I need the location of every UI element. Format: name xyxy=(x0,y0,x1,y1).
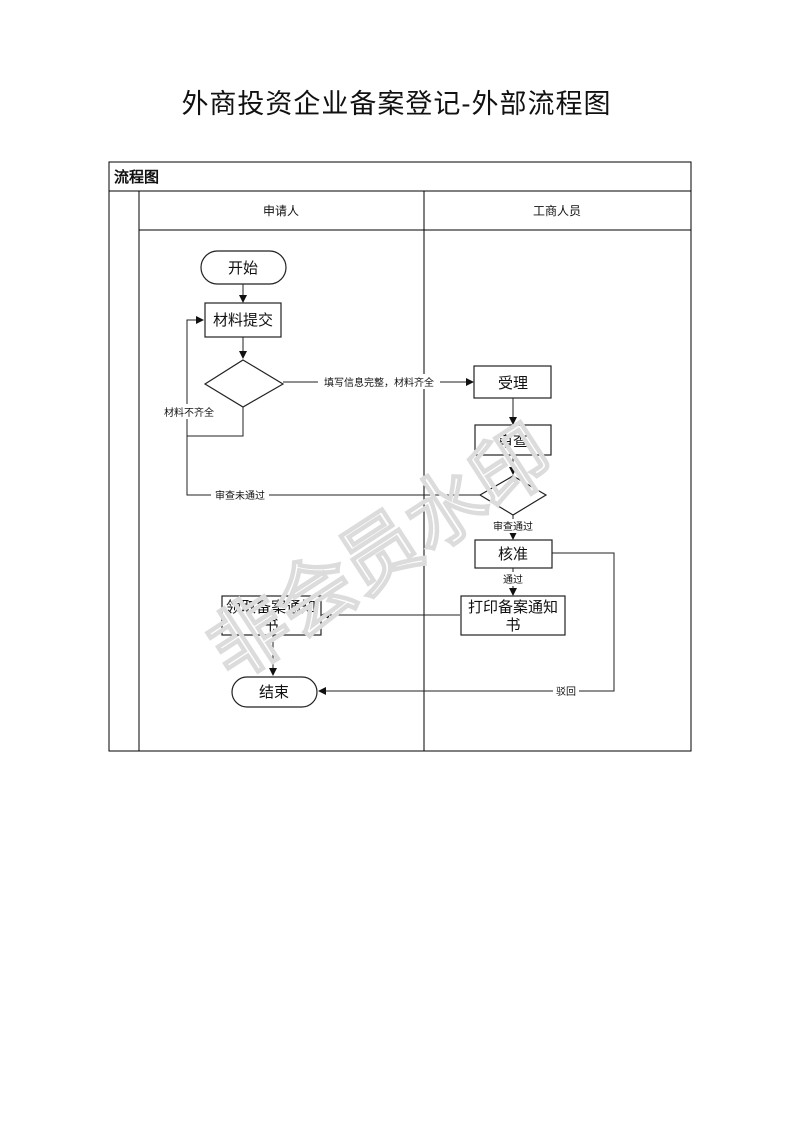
label-review-pass: 审查通过 xyxy=(493,520,533,533)
node-print-line2: 书 xyxy=(505,616,520,634)
document-title: 外商投资企业备案登记-外部流程图 xyxy=(181,89,612,120)
node-approve-shape xyxy=(474,539,553,569)
edge-reject xyxy=(318,552,615,695)
node-receive-line2: 书 xyxy=(263,616,278,634)
node-receive-line1: 领取备案通知 xyxy=(226,598,316,616)
label-incomplete: 材料不齐全 xyxy=(164,406,214,419)
node-review: 审查 xyxy=(498,432,528,450)
node-end-shape xyxy=(231,676,318,708)
node-approve: 核准 xyxy=(498,545,528,563)
node-print-line1: 打印备案通知 xyxy=(468,598,558,616)
node-receive-shape xyxy=(221,595,322,636)
lane-staff: 工商人员 xyxy=(533,203,581,218)
node-end: 结束 xyxy=(259,683,289,701)
nodes: 开始 材料提交 受理 审查 核准 打印备案通知 书 领取备案通知 书 结束 xyxy=(200,250,566,708)
label-review-fail: 审查未通过 xyxy=(215,489,265,502)
label-reject: 驳回 xyxy=(556,686,576,698)
lane-applicant: 申请人 xyxy=(263,204,299,218)
node-review-decision xyxy=(478,475,548,516)
label-complete: 填写信息完整，材料齐全 xyxy=(324,376,434,389)
table-header: 流程图 xyxy=(114,168,159,186)
node-submit: 材料提交 xyxy=(213,311,273,329)
edge-review-fail xyxy=(186,436,480,496)
node-accept-shape xyxy=(473,365,552,399)
node-start: 开始 xyxy=(228,259,258,277)
node-submit-shape xyxy=(204,302,282,338)
node-accept: 受理 xyxy=(498,374,528,392)
node-review-shape xyxy=(474,424,552,456)
node-start-shape xyxy=(200,250,287,285)
connectors xyxy=(186,284,615,695)
label-pass: 通过 xyxy=(503,573,523,586)
flowchart-table: 流程图 申请人 工商人员 xyxy=(108,161,692,752)
edge-labels: 填写信息完整，材料齐全 材料不齐全 审查未通过 审查通过 通过 驳回 xyxy=(160,374,579,698)
node-check-decision xyxy=(203,359,285,408)
node-print-shape xyxy=(460,595,566,636)
